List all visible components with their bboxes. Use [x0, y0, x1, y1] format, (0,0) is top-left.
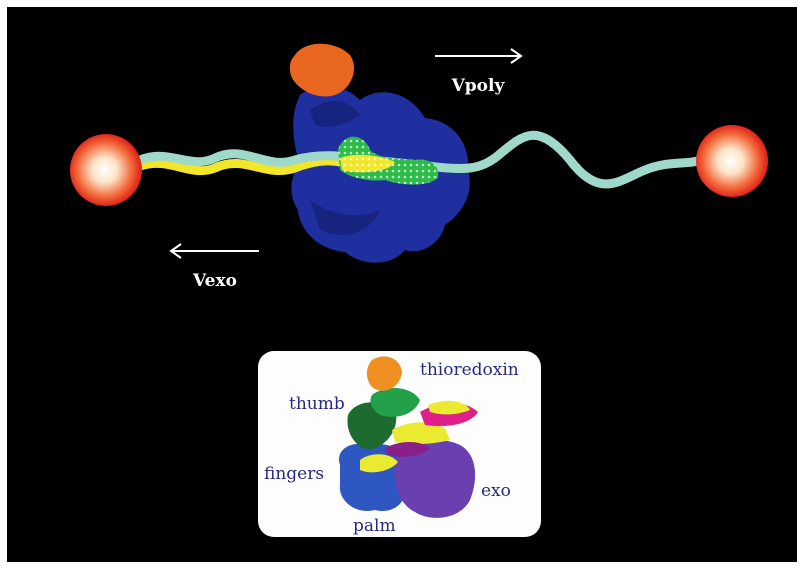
- palm-label: palm: [353, 516, 396, 536]
- vexo-label: Vexo: [192, 271, 237, 291]
- thioredoxin-domain: [289, 43, 355, 97]
- vexo-arrow-icon: [169, 243, 259, 259]
- thioredoxin-inset-domain: [366, 356, 402, 391]
- thioredoxin-label: thioredoxin: [420, 360, 519, 380]
- thumb-label: thumb: [289, 394, 345, 414]
- domain-inset: thioredoxin thumb fingers exo palm: [258, 351, 541, 537]
- exo-domain: [394, 440, 476, 518]
- vpoly-arrow-icon: [435, 48, 523, 64]
- exo-label: exo: [481, 481, 511, 501]
- active-site-dna: [338, 136, 439, 185]
- left-bead: [70, 134, 142, 206]
- vpoly-label: Vpoly: [451, 76, 506, 96]
- primer-strand: [135, 156, 360, 176]
- fingers-label: fingers: [264, 464, 324, 484]
- template-strand: [135, 130, 705, 189]
- right-bead: [696, 125, 768, 197]
